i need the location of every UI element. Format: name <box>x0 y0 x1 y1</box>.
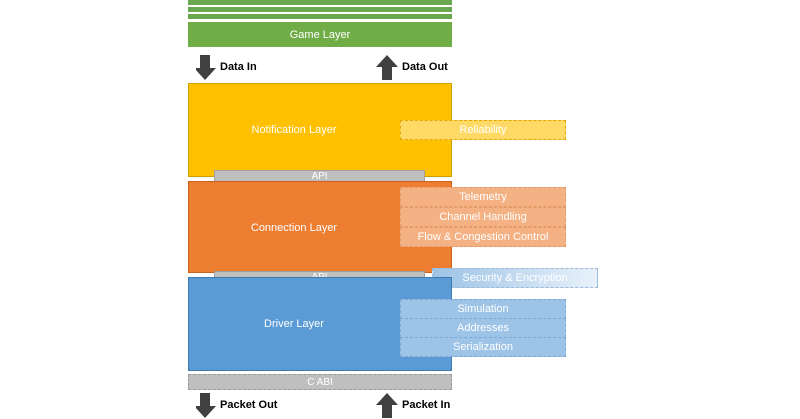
telemetry-box: Telemetry <box>400 187 566 207</box>
security-encryption-box: Security & Encryption <box>432 268 598 288</box>
c-abi-label: C ABI <box>307 376 333 388</box>
driver-layer-label: Driver Layer <box>264 318 324 330</box>
game-layer-strip <box>188 7 452 12</box>
security-encryption-label: Security & Encryption <box>462 272 568 284</box>
c-abi-bar: C ABI <box>188 374 452 390</box>
data-out-arrow-icon <box>376 55 398 80</box>
telemetry-label: Telemetry <box>459 191 507 203</box>
connection-layer-label: Connection Layer <box>250 222 338 234</box>
packet-out-label: Packet Out <box>220 399 278 411</box>
api-label-upper: API <box>311 171 328 182</box>
packet-in-arrow-icon <box>376 393 398 418</box>
data-in-label: Data In <box>220 61 257 73</box>
channel-handling-box: Channel Handling <box>400 207 566 227</box>
addresses-label: Addresses <box>457 322 509 334</box>
reliability-box: Reliability <box>400 120 566 140</box>
serialization-box: Serialization <box>400 337 566 357</box>
game-layer-label: Game Layer <box>289 28 351 41</box>
data-out-label: Data Out <box>402 61 448 73</box>
simulation-label: Simulation <box>457 303 509 315</box>
game-layer-box: Game Layer <box>188 22 452 47</box>
flow-congestion-label: Flow & Congestion Control <box>417 231 549 243</box>
reliability-label: Reliability <box>459 124 507 136</box>
serialization-label: Serialization <box>453 341 513 353</box>
flow-congestion-box: Flow & Congestion Control <box>400 227 566 247</box>
data-in-arrow-icon <box>196 55 216 80</box>
game-layer-strip <box>188 14 452 19</box>
packet-out-arrow-icon <box>196 393 216 418</box>
packet-in-label: Packet In <box>402 399 451 411</box>
game-layer-strip <box>188 0 452 5</box>
notification-layer-label: Notification Layer <box>251 124 337 136</box>
simulation-box: Simulation <box>400 299 566 319</box>
channel-handling-label: Channel Handling <box>439 211 527 223</box>
addresses-box: Addresses <box>400 318 566 338</box>
